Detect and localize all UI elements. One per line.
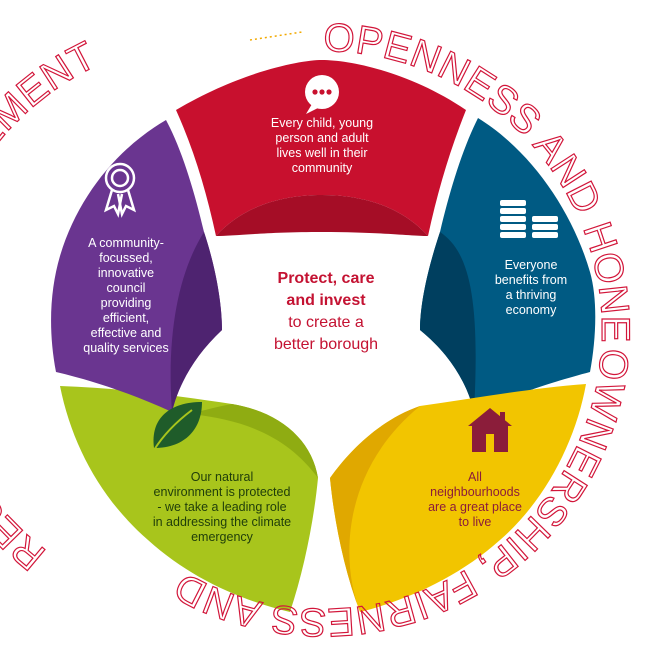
segment-left-shade <box>170 232 222 412</box>
label-line: council <box>106 281 146 295</box>
label-line: community <box>291 161 353 175</box>
center-line-1: Protect, care <box>277 270 375 287</box>
label-line: - we take a leading role <box>157 500 287 514</box>
label-line: lives well in their <box>276 146 368 160</box>
label-line: emergency <box>191 530 253 544</box>
center-line-3: to create a <box>288 314 364 331</box>
segment-bottom-right-label: All neighbourhoods are a great place to … <box>410 470 540 530</box>
label-line: a thriving <box>505 288 557 302</box>
label-line: in addressing the climate <box>152 515 292 529</box>
segment-top-label: Every child, young person and adult live… <box>252 116 392 176</box>
coins-icon <box>500 200 558 238</box>
segment-bottom-left-shade <box>190 404 318 478</box>
label-line: to live <box>458 515 492 529</box>
leaf-icon <box>153 402 202 451</box>
label-line: innovative <box>97 266 155 280</box>
label-line: Everyone <box>504 258 558 272</box>
segment-bottom-left <box>60 386 318 612</box>
segment-bottom-left-label: Our natural environment is protected - w… <box>132 470 312 545</box>
center-line-4: better borough <box>273 336 379 353</box>
segment-left-label: A community- focussed, innovative counci… <box>66 236 186 356</box>
segment-right-shade <box>420 232 476 412</box>
label-line: Our natural <box>190 470 254 484</box>
speech-bubble-icon <box>305 75 339 114</box>
award-rosette-icon <box>103 162 137 218</box>
segment-bottom-right <box>330 384 586 612</box>
label-line: economy <box>505 303 557 317</box>
segment-top-shade <box>216 195 428 236</box>
segment-right-label: Everyone benefits from a thriving econom… <box>476 258 586 318</box>
label-line: environment is protected <box>153 485 291 499</box>
segment-bottom-right-shade <box>330 406 420 612</box>
label-line: efficient, <box>102 311 150 325</box>
label-line: A community- <box>88 236 164 250</box>
label-line: quality services <box>83 341 169 355</box>
label-line: providing <box>100 296 152 310</box>
center-line-2: and invest <box>286 292 366 309</box>
label-line: focussed, <box>99 251 153 265</box>
label-line: neighbourhoods <box>430 485 520 499</box>
label-line: All <box>468 470 482 484</box>
label-line: person and adult <box>275 131 369 145</box>
label-line: benefits from <box>494 273 568 287</box>
center-message: Protect, care and invest to create a bet… <box>236 268 416 356</box>
house-icon <box>468 408 512 452</box>
segment-top <box>176 60 466 236</box>
dotted-separator <box>249 31 303 41</box>
label-line: are a great place <box>428 500 522 514</box>
label-line: effective and <box>90 326 162 340</box>
label-line: Every child, young <box>270 116 374 130</box>
